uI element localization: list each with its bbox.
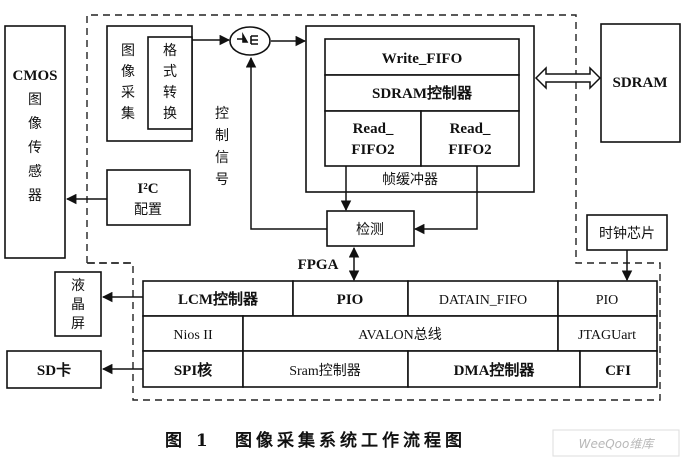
lcm-ctrl-label: LCM控制器 [178, 290, 259, 308]
cfi-label: CFI [605, 363, 631, 379]
cmos-label: CMOS [13, 68, 58, 84]
cmos-char: 器 [28, 189, 42, 204]
format-convert-block: 格 式 转 换 [147, 36, 193, 130]
nios-ii-label: Nios II [173, 328, 213, 343]
dma-ctrl-label: DMA控制器 [454, 361, 536, 379]
spi-core-cell [142, 350, 244, 388]
convert-char: 格 [163, 43, 177, 59]
control-signal-line [245, 56, 327, 230]
watermark-box [552, 429, 680, 457]
sd-card-label: SD卡 [37, 361, 71, 379]
lcd-char: 屏 [71, 317, 85, 332]
selector-switch [229, 26, 271, 56]
control-signal-char: 号 [215, 173, 229, 188]
detect-block: 检测 [326, 210, 415, 247]
frame-buffer-block: Write_FIFO SDRAM控制器 Read_ FIFO2 Read_ FI… [305, 25, 535, 193]
switch-icon [237, 31, 258, 45]
pio-cell-2 [557, 280, 658, 317]
sdram-ctrl-cell [324, 74, 520, 112]
read-fifo-a-label: FIFO2 [351, 142, 394, 158]
watermark-logo: WeeQoo维库 [579, 437, 656, 451]
control-signal-char: 控 [215, 106, 229, 122]
convert-char: 转 [163, 85, 177, 101]
control-signal-char: 制 [215, 128, 229, 144]
cmos-char: 传 [28, 140, 42, 156]
avalon-bus-cell [242, 315, 559, 352]
fpga-top-boundary [86, 14, 661, 401]
write-fifo-cell [324, 38, 520, 76]
sdram-bus-arrow [534, 66, 602, 90]
jtag-uart-label: JTAGUart [578, 328, 636, 343]
convert-char: 式 [163, 64, 177, 80]
read-fifo-b-cell [420, 110, 520, 167]
dma-ctrl-cell [407, 350, 581, 388]
pio-label-2: PIO [596, 293, 619, 308]
read-fifo-a-cell [324, 110, 422, 167]
spi-core-label: SPI核 [174, 361, 212, 379]
lcd-char: 晶 [71, 298, 85, 313]
lcd-char: 液 [71, 278, 85, 294]
cmos-sensor-block: CMOS 图 像 传 感 器 [4, 25, 66, 259]
capture-char: 集 [121, 105, 135, 122]
datain-fifo-label: DATAIN_FIFO [439, 293, 527, 308]
capture-char: 像 [121, 64, 135, 80]
pio-label-1: PIO [337, 292, 364, 308]
datain-fifo-cell [407, 280, 559, 317]
i2c-config-block: I²C 配置 [106, 169, 191, 226]
lcm-ctrl-cell [142, 280, 294, 317]
frame-buffer-label: 帧缓冲器 [382, 172, 438, 188]
write-fifo-label: Write_FIFO [382, 51, 463, 67]
capture-char: 采 [121, 85, 135, 101]
clock-chip-block: 时钟芯片 [586, 214, 668, 251]
read-fifo-b-label: Read_ [450, 121, 491, 137]
figure-number: 图 1 [165, 431, 212, 451]
read-fifo-a-label: Read_ [353, 121, 394, 137]
sram-ctrl-cell [242, 350, 409, 388]
nios-ii-cell [142, 315, 244, 352]
sd-card-block: SD卡 [6, 350, 102, 389]
sdram-ctrl-label: SDRAM控制器 [372, 84, 473, 102]
cmos-char: 感 [28, 163, 42, 180]
sdram-block: SDRAM [600, 23, 681, 143]
capture-char: 图 [121, 44, 135, 59]
arrow-readfifo-b-to-detect [413, 166, 478, 235]
clock-chip-label: 时钟芯片 [599, 225, 655, 242]
lcd-screen-block: 液 晶 屏 [54, 271, 102, 337]
i2c-config-label: 配置 [134, 202, 162, 218]
avalon-bus-label: AVALON总线 [358, 327, 442, 343]
jtag-uart-cell [557, 315, 658, 352]
figure-title: 图像采集系统工作流程图 [235, 430, 466, 451]
cfi-cell [579, 350, 658, 388]
fpga-label: FPGA [298, 257, 339, 273]
read-fifo-b-label: FIFO2 [448, 142, 491, 158]
cmos-char: 图 [28, 93, 42, 108]
detect-label: 检测 [356, 222, 384, 238]
i2c-label: I²C [137, 181, 158, 197]
sdram-label: SDRAM [613, 75, 668, 91]
cmos-char: 像 [28, 116, 42, 132]
nios-system-grid: LCM控制器 PIO DATAIN_FIFO PIO Nios II AVALO… [142, 280, 658, 388]
sram-ctrl-label: Sram控制器 [289, 363, 361, 379]
control-signal-char: 信 [215, 150, 229, 166]
convert-char: 换 [163, 105, 177, 122]
